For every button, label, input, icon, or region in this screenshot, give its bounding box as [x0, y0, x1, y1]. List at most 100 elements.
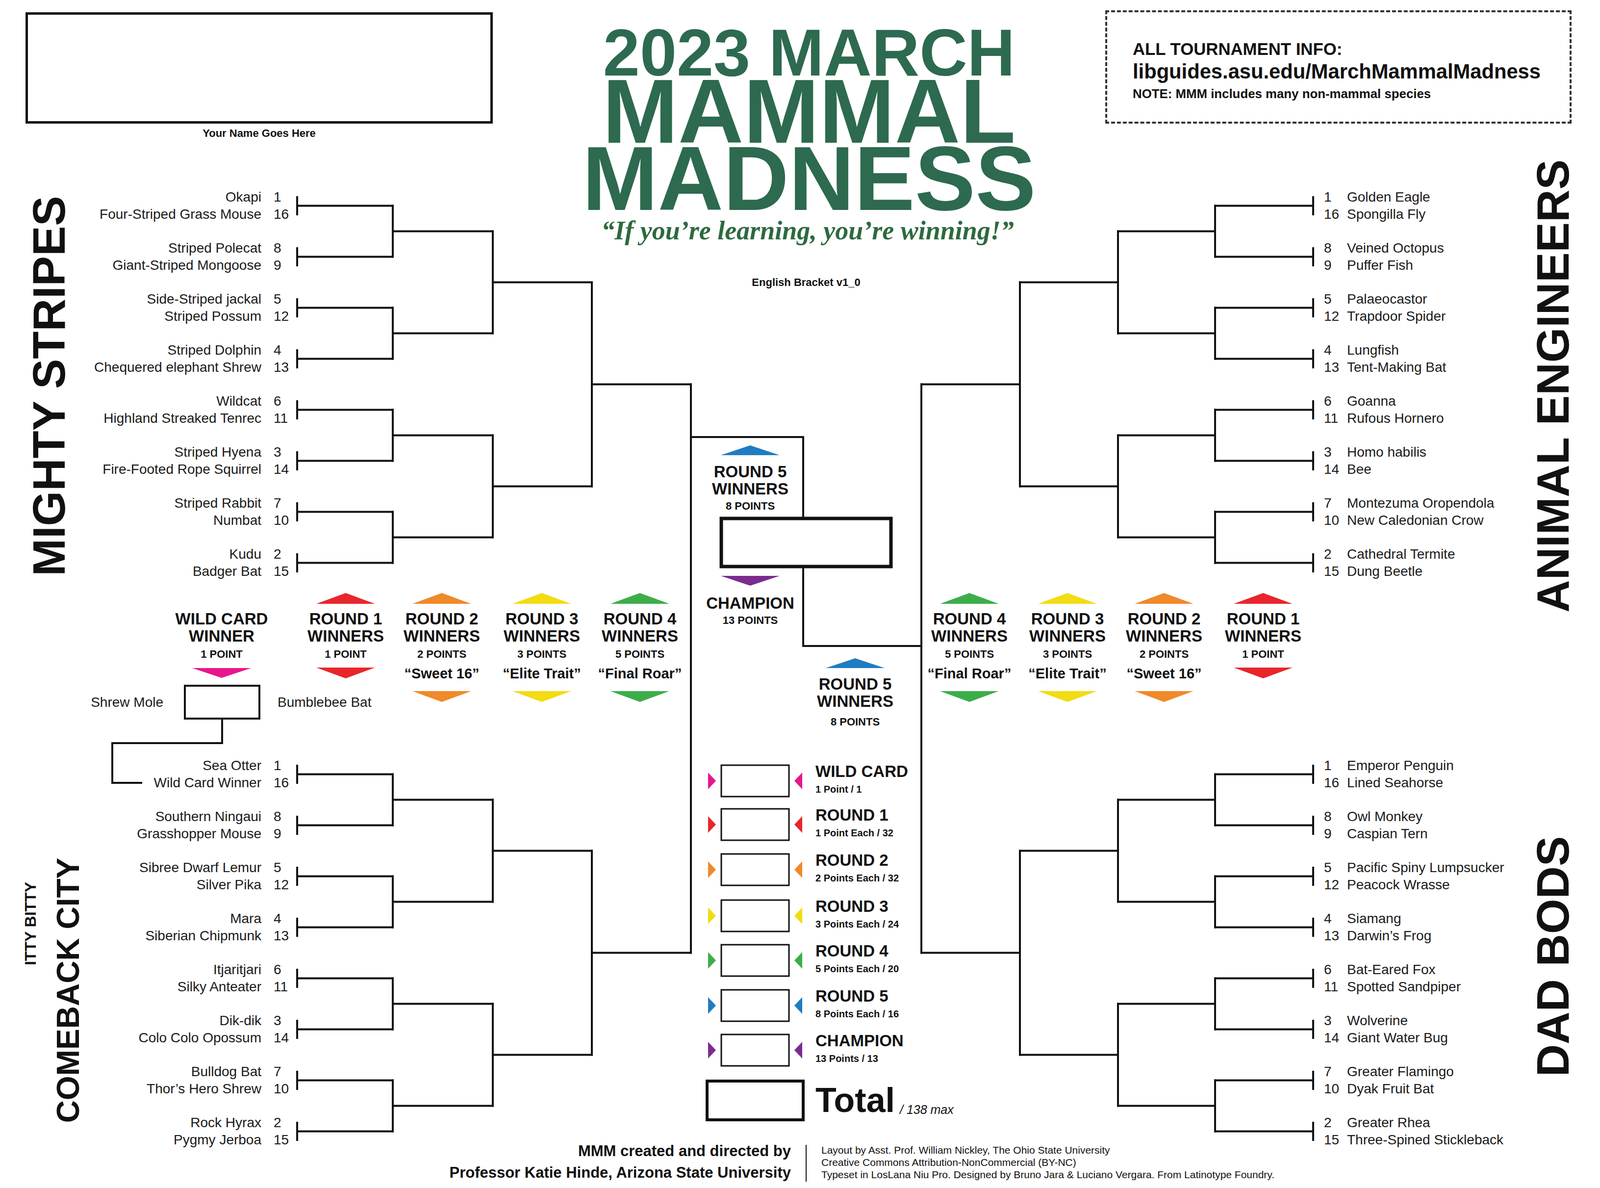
- seed-number: 14: [1323, 1029, 1340, 1046]
- region-name: ANIMAL ENGINEERS: [1530, 159, 1576, 613]
- answer-box: [721, 853, 789, 886]
- seed-number: 11: [1323, 409, 1339, 427]
- round-header: ROUND 2 WINNERS: [392, 610, 491, 645]
- bracket-line: [1215, 824, 1314, 827]
- bracket-line: [1215, 306, 1314, 309]
- info-box: ALL TOURNAMENT INFO:libguides.asu.edu/Ma…: [1105, 10, 1572, 124]
- team-name: Rufous Hornero: [1346, 409, 1445, 427]
- team-name: Giant-Striped Mongoose: [112, 256, 262, 274]
- seed-number: 3: [273, 443, 282, 461]
- color-triangle: [412, 592, 472, 604]
- color-triangle: [1038, 690, 1097, 702]
- bracket-line: [921, 383, 1020, 386]
- seed-number: 7: [273, 1063, 282, 1080]
- team-name: Homo habilis: [1346, 443, 1427, 461]
- seed-number: 10: [273, 511, 289, 529]
- box-text: libguides.asu.edu/MarchMammalMadness: [1132, 59, 1562, 84]
- color-triangle: [708, 815, 716, 833]
- points-note: 5 POINTS: [615, 647, 665, 661]
- bracket-line: [1215, 977, 1314, 980]
- points-note: 13 POINTS: [722, 613, 778, 627]
- color-triangle: [1134, 592, 1194, 604]
- bracket-line: [492, 485, 592, 488]
- color-triangle: [825, 658, 885, 668]
- round-header: CHAMPION: [691, 594, 810, 612]
- bracket-line: [591, 951, 691, 954]
- round-header: ROUND 1 WINNERS: [296, 610, 395, 645]
- bracket-line: [1215, 1130, 1314, 1133]
- seed-number: 10: [273, 1080, 289, 1097]
- tagline: “If you’re learning, you’re winning!”: [601, 214, 1015, 247]
- bracket-line: [1117, 900, 1216, 903]
- seed-number: 2: [1323, 545, 1332, 563]
- team-name: Striped Hyena: [174, 443, 262, 461]
- team-name: Emperor Penguin: [1346, 757, 1454, 774]
- team-name: Bat-Eared Fox: [1346, 961, 1436, 978]
- team-name: Spongilla Fly: [1346, 205, 1426, 223]
- bracket-line: [1215, 459, 1314, 462]
- bracket-line: [1215, 926, 1314, 929]
- seed-number: 16: [273, 205, 289, 223]
- round-header: ROUND 5 WINNERS: [806, 675, 905, 710]
- bracket-line: [1117, 434, 1216, 437]
- bracket-line: [392, 434, 493, 437]
- bracket-line: [297, 1028, 393, 1031]
- team-name: Giant Water Bug: [1346, 1029, 1448, 1046]
- bracket-line: [1215, 1028, 1314, 1031]
- seed-number: 5: [273, 290, 282, 308]
- seed-number: 11: [1323, 978, 1339, 995]
- name-box: Your Name Goes Here: [25, 12, 493, 124]
- seed-number: 10: [1323, 511, 1340, 529]
- color-triangle: [794, 1041, 803, 1059]
- team-name: Colo Colo Opossum: [138, 1029, 262, 1046]
- seed-number: 6: [1323, 961, 1332, 978]
- round-nickname: “Sweet 16”: [404, 664, 480, 683]
- team-name: Sibree Dwarf Lemur: [139, 859, 262, 876]
- team-name: Trapdoor Spider: [1346, 307, 1446, 325]
- team-name: Lined Seahorse: [1346, 774, 1444, 791]
- credit-line: Creative Commons Attribution-NonCommerci…: [821, 1155, 1077, 1169]
- seed-number: 4: [1323, 341, 1332, 359]
- region-name: COMEBACK CITY: [52, 857, 84, 1123]
- team-name: Okapi: [225, 188, 262, 206]
- region-name: MIGHTY STRIPES: [26, 195, 72, 576]
- team-name: New Caledonian Crow: [1346, 511, 1484, 529]
- seed-number: 14: [273, 460, 289, 478]
- team-name: Pygmy Jerboa: [173, 1131, 262, 1148]
- bracket-line: [1215, 1079, 1314, 1082]
- seed-number: 5: [273, 859, 282, 876]
- seed-number: 6: [273, 392, 282, 410]
- team-name: Striped Polecat: [168, 239, 262, 257]
- team-name: Highland Streaked Tenrec: [103, 409, 262, 427]
- color-triangle: [708, 907, 716, 924]
- team-name: Striped Possum: [164, 307, 262, 325]
- bracket-line: [392, 230, 493, 233]
- seed-number: 5: [1323, 859, 1332, 876]
- seed-number: 1: [273, 188, 282, 206]
- seed-number: 11: [273, 978, 288, 995]
- team-name: Dik-dik: [219, 1012, 262, 1029]
- score-row-note: 13 Points / 13: [815, 1052, 879, 1065]
- points-note: 2 POINTS: [1139, 647, 1189, 661]
- team-name: Striped Rabbit: [174, 494, 262, 512]
- seed-number: 14: [1323, 460, 1340, 478]
- score-row-note: 1 Point Each / 32: [815, 826, 894, 839]
- team-name: Silver Pika: [196, 876, 262, 893]
- team-name: Badger Bat: [192, 562, 262, 580]
- bracket-line: [297, 561, 393, 564]
- color-triangle: [1233, 592, 1293, 604]
- color-triangle: [708, 996, 716, 1014]
- bracket-line: [1215, 875, 1314, 878]
- bracket-line: [803, 644, 922, 647]
- color-triangle: [939, 592, 999, 604]
- team-name: Grasshopper Mouse: [136, 825, 262, 842]
- color-triangle: [720, 445, 780, 456]
- bracket-line: [297, 357, 393, 360]
- team-name: Montezuma Oropendola: [1346, 494, 1495, 512]
- points-note: 1 POINT: [200, 647, 243, 661]
- color-triangle: [610, 690, 670, 702]
- seed-number: 11: [273, 409, 288, 427]
- team-name: Mara: [229, 910, 262, 927]
- seed-number: 1: [1323, 757, 1332, 774]
- round-nickname: “Final Roar”: [598, 664, 683, 683]
